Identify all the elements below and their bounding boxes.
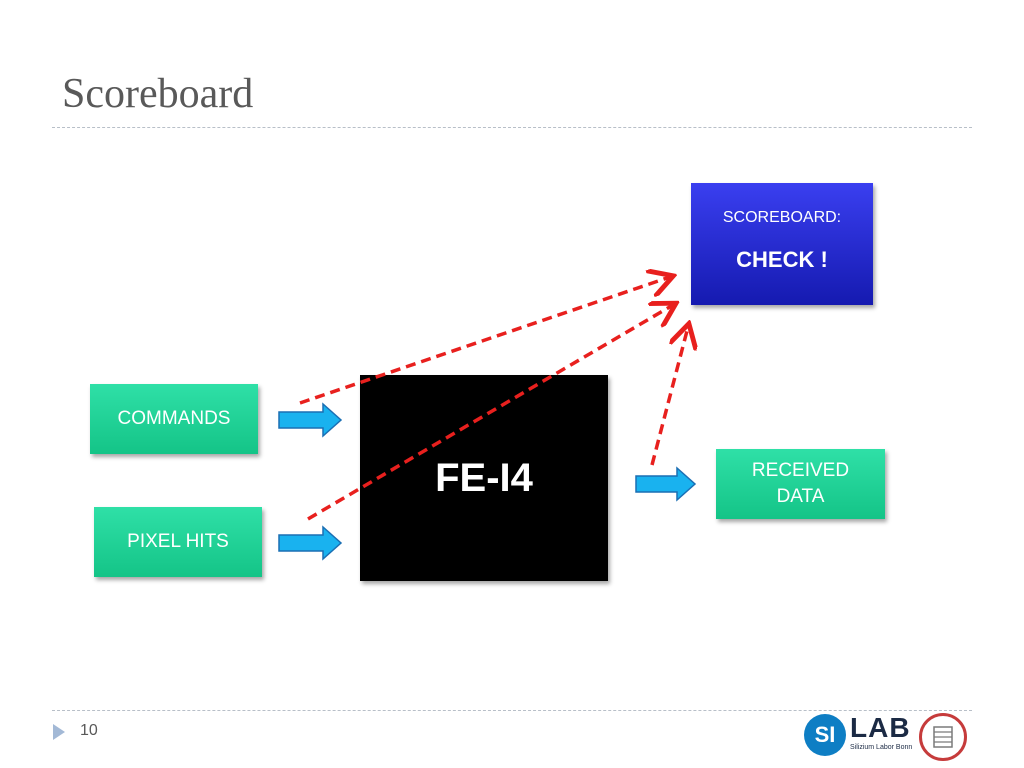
- pixel-hits-box: PIXEL HITS: [94, 507, 262, 577]
- pixel-hits-to-scoreboard-arrow: [307, 305, 673, 521]
- pixel-hits-label: PIXEL HITS: [127, 531, 229, 552]
- silab-logo-si: SI: [804, 714, 846, 756]
- commands-to-scoreboard-arrow: [299, 277, 670, 405]
- received-data-box: RECEIVED DATA: [716, 449, 885, 519]
- silab-logo-lab: LAB: [850, 712, 911, 743]
- scoreboard-box: SCOREBOARD: CHECK !: [691, 183, 873, 305]
- fe-i4-chip-box: FE-I4: [360, 375, 608, 581]
- fe-i4-label: FE-I4: [435, 455, 533, 500]
- atlas-pixel-seal-icon: [919, 713, 967, 761]
- commands-box: COMMANDS: [90, 384, 258, 454]
- footer-triangle-icon: [53, 724, 65, 740]
- commands-block-arrow: [278, 402, 343, 438]
- silab-logo-subtitle: Silizium Labor Bonn: [850, 744, 913, 751]
- page-number: 10: [80, 722, 98, 739]
- title-divider: [52, 127, 972, 128]
- check-label: CHECK !: [736, 247, 828, 272]
- received-label-line1: RECEIVED: [751, 460, 850, 481]
- received-label-line2: DATA: [776, 486, 825, 507]
- output-to-scoreboard-arrow: [650, 327, 688, 466]
- scoreboard-label: SCOREBOARD:: [722, 209, 842, 226]
- output-block-arrow: [635, 466, 697, 502]
- footer-divider: [52, 710, 972, 711]
- commands-label: COMMANDS: [117, 408, 231, 429]
- pixel-hits-block-arrow: [278, 525, 343, 561]
- slide-title: Scoreboard: [62, 71, 254, 117]
